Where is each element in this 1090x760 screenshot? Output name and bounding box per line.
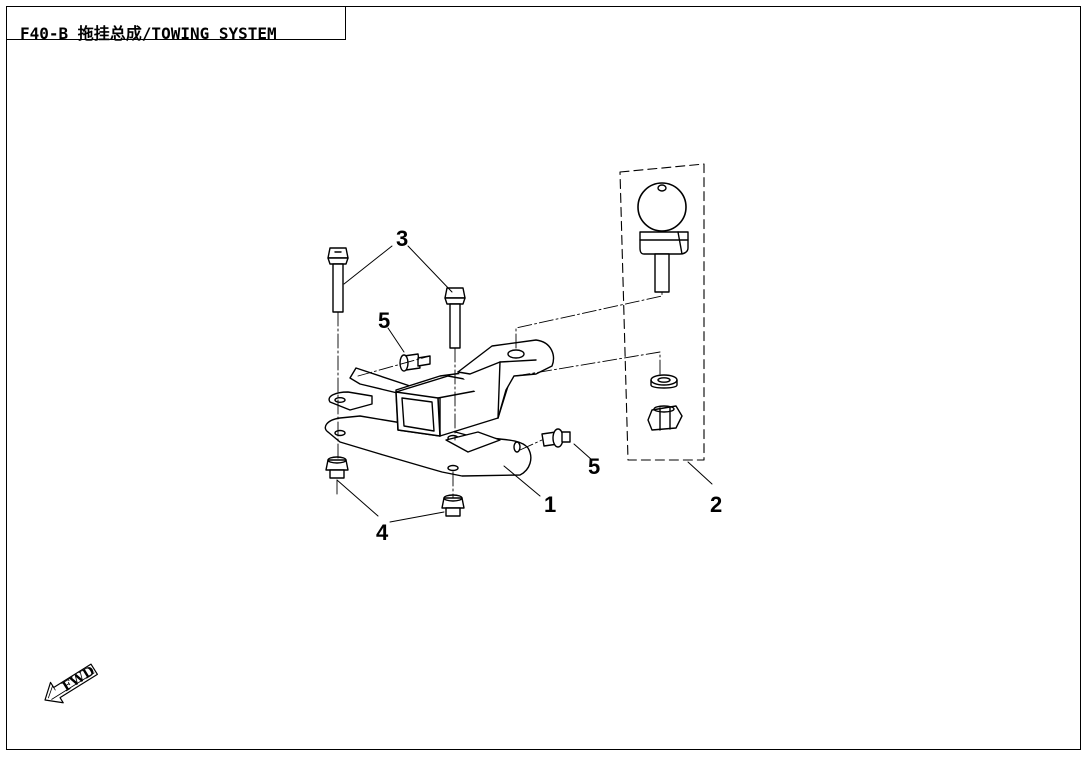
callout-labels: 3 5 5 1 2 4 (376, 226, 722, 545)
centre-lines (336, 291, 663, 499)
fwd-label: FWD (60, 664, 98, 695)
callout-1: 1 (544, 492, 556, 517)
hitch-ball-assembly (619, 163, 705, 461)
callout-4: 4 (376, 520, 389, 545)
callout-3: 3 (396, 226, 408, 251)
callout-5-upper: 5 (378, 308, 390, 333)
long-bolt-right (444, 287, 466, 349)
callout-5-lower: 5 (588, 454, 600, 479)
page-title: F40-B 拖挂总成/TOWING SYSTEM (20, 24, 277, 43)
leader-lines (336, 245, 713, 523)
long-bolt-left (327, 247, 349, 313)
flange-nut-left (325, 456, 349, 479)
drawing-frame (6, 6, 1081, 750)
fwd-arrow-icon: FWD (44, 663, 98, 704)
callout-2: 2 (710, 492, 722, 517)
receiver-bracket (324, 339, 555, 477)
short-bolt-lower (541, 428, 571, 448)
title-block: F40-B 拖挂总成/TOWING SYSTEM (6, 6, 346, 43)
short-bolt-upper (399, 353, 431, 372)
